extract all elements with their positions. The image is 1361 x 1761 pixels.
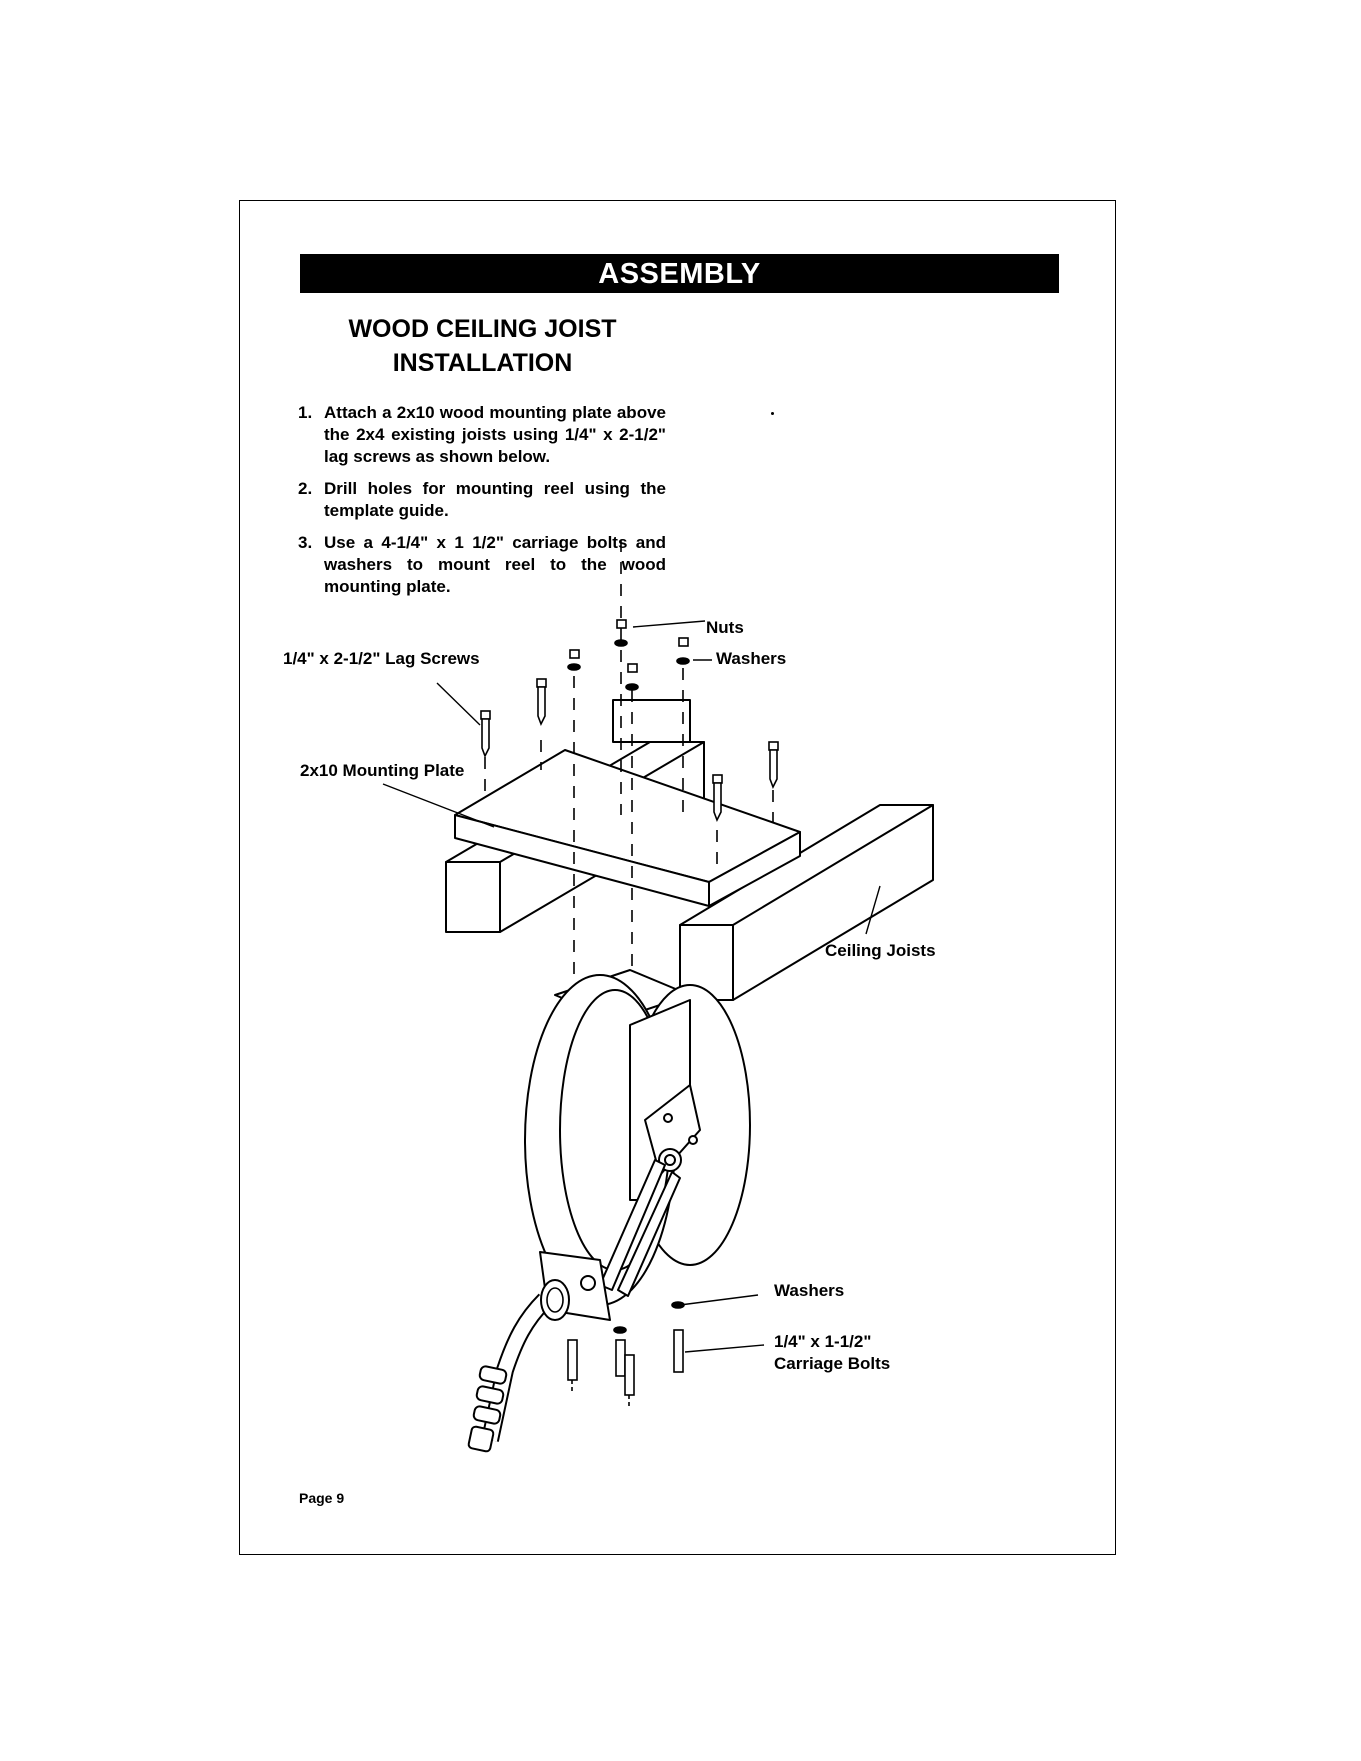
nut-washer-stack <box>567 649 581 671</box>
step-item: 2. Drill holes for mounting reel using t… <box>298 478 666 522</box>
step-text: Attach a 2x10 wood mounting plate above … <box>324 403 666 466</box>
leader-washers-bottom <box>679 1294 759 1306</box>
nut-washer-stack <box>625 663 639 691</box>
page-title: WOOD CEILING JOIST INSTALLATION <box>300 312 665 380</box>
lag-screw <box>536 678 547 726</box>
nut-washer-stack <box>614 619 628 647</box>
label-ceiling-joists: Ceiling Joists <box>825 941 936 960</box>
step-text: Drill holes for mounting reel using the … <box>324 479 666 520</box>
label-lag-screws: 1/4" x 2-1/2" Lag Screws <box>283 649 480 668</box>
label-mounting-plate: 2x10 Mounting Plate <box>300 761 465 780</box>
title-line-1: WOOD CEILING JOIST <box>348 315 617 343</box>
lag-screw <box>768 741 779 789</box>
step-item: 1. Attach a 2x10 wood mounting plate abo… <box>298 402 666 468</box>
leader-nuts <box>632 620 706 628</box>
label-carriage-bolts: 1/4" x 1-1/2" Carriage Bolts <box>774 1331 890 1375</box>
step-number: 2. <box>298 479 313 498</box>
label-washers-top: Washers <box>716 649 787 668</box>
leader-carriage-bolts <box>684 1344 765 1353</box>
hose-guide-arm <box>599 1159 666 1291</box>
leader-lag-screws <box>436 682 481 726</box>
carriage-bolt <box>567 1339 578 1392</box>
carriage-bolt <box>624 1354 635 1408</box>
page-number: Page 9 <box>299 1490 345 1506</box>
leader-mounting-plate <box>382 783 495 828</box>
instruction-steps: 1. Attach a 2x10 wood mounting plate abo… <box>298 402 666 608</box>
lag-screw <box>480 710 491 758</box>
step-number: 1. <box>298 403 313 422</box>
title-line-2: INSTALLATION <box>392 349 573 377</box>
carriage-bolt <box>671 1301 685 1373</box>
label-washers-bottom: Washers <box>774 1281 845 1300</box>
label-carriage-bolts-name: Carriage Bolts <box>774 1354 891 1373</box>
ceiling-joist-rear-stub <box>612 699 691 743</box>
step-item: 3. Use a 4-1/4" x 1 1/2" carriage bolts … <box>298 532 666 598</box>
lag-screw <box>712 774 723 822</box>
page-border <box>239 200 1116 1555</box>
step-number: 3. <box>298 533 313 552</box>
label-carriage-bolts-size: 1/4" x 1-1/2" <box>774 1332 872 1351</box>
section-banner: ASSEMBLY <box>300 254 1059 293</box>
leader-ceiling-joists <box>865 885 881 935</box>
stray-dot <box>771 412 774 415</box>
label-nuts: Nuts <box>706 618 744 637</box>
step-text: Use a 4-1/4" x 1 1/2" carriage bolts and… <box>324 533 666 596</box>
nut-washer-stack <box>676 637 690 665</box>
